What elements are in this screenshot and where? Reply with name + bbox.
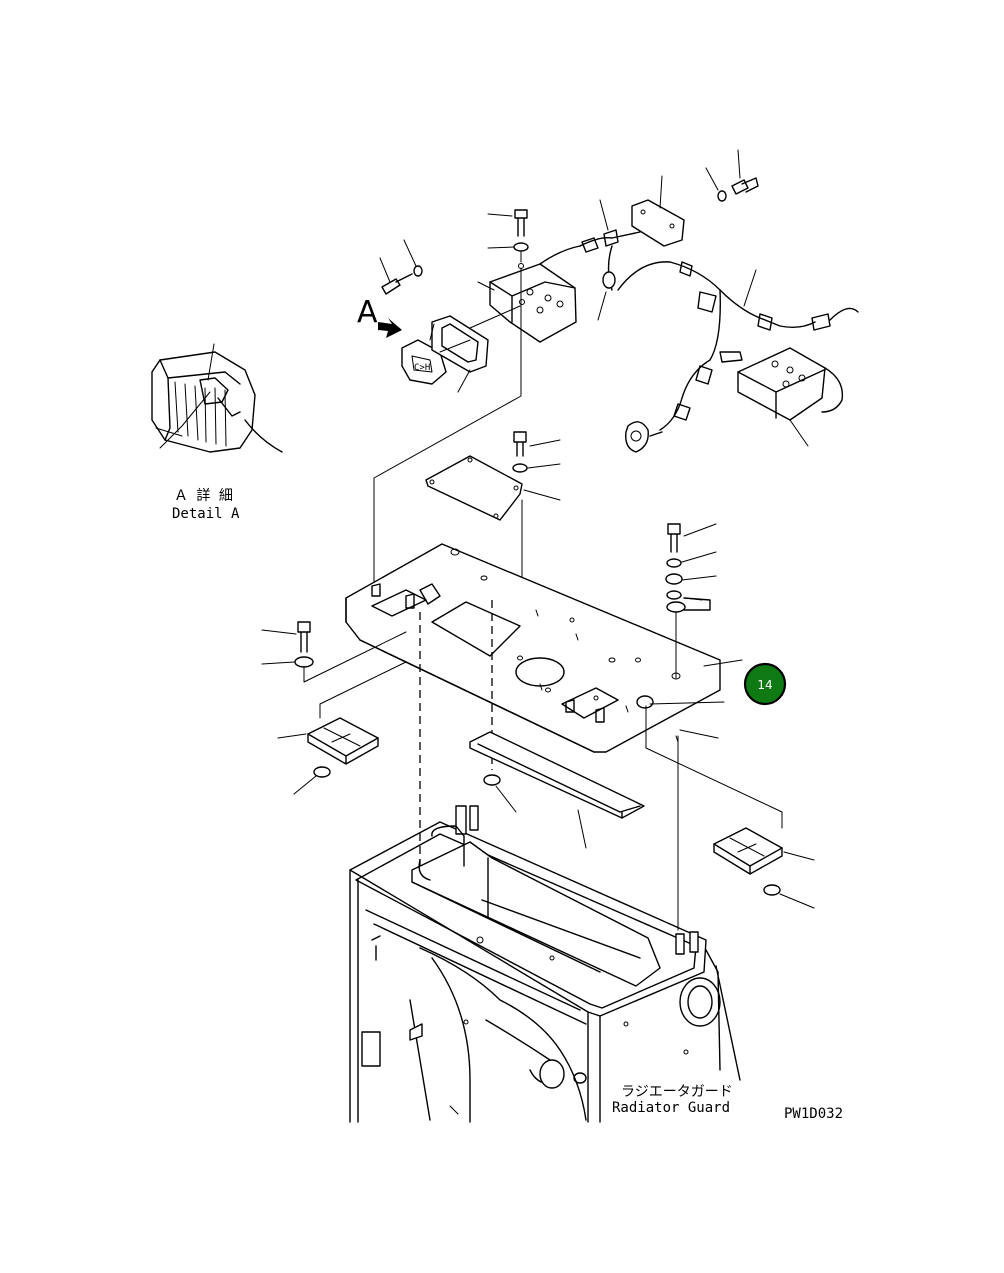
right-leaders bbox=[649, 659, 743, 739]
part-callout-number: 14 bbox=[757, 678, 772, 692]
radiator-guard-label-japanese: ラジエータガード bbox=[621, 1084, 733, 1100]
view-a-arrow bbox=[378, 318, 402, 338]
radiator-guard-label-english: Radiator Guard bbox=[612, 1100, 730, 1116]
floor-plate bbox=[345, 543, 721, 753]
cover-plate-assembly bbox=[425, 431, 561, 623]
detail-label-english: Detail A bbox=[172, 506, 240, 522]
work-lamp-detail-drawing bbox=[151, 343, 283, 453]
part-callout-badge[interactable]: 14 bbox=[743, 662, 787, 706]
drawing-code: PW1D032 bbox=[784, 1106, 843, 1122]
radiator-guard-frame bbox=[349, 805, 741, 1123]
right-mount-pad bbox=[645, 705, 815, 909]
detail-label-japanese: Ａ 詳 細 bbox=[174, 488, 233, 504]
lamp-bracket-assembly: C>H bbox=[379, 209, 581, 393]
left-mount-pad bbox=[277, 661, 407, 795]
leader-bracket-to-plate bbox=[373, 267, 522, 593]
left-bolt-stack bbox=[261, 621, 407, 683]
wiring-harness bbox=[579, 149, 859, 453]
svg-text:C>H: C>H bbox=[414, 363, 430, 373]
right-bolt-stack bbox=[665, 523, 717, 679]
view-a-letter: A bbox=[357, 295, 378, 330]
seal-strip bbox=[469, 731, 645, 849]
